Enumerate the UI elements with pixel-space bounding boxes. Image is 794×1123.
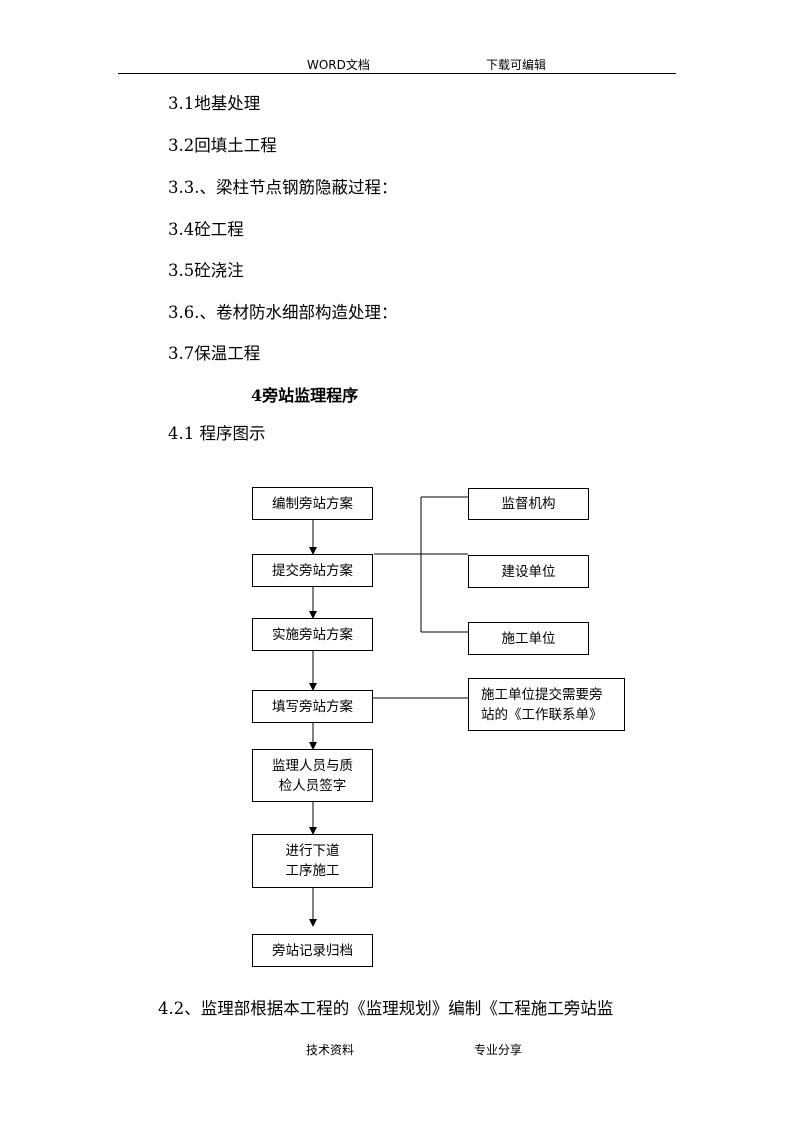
flow-side-contractor: 施工单位 bbox=[468, 622, 589, 655]
flow-side-contact-form: 施工单位提交需要旁 站的《工作联系单》 bbox=[468, 678, 625, 731]
closing-paragraph: 4.2、监理部根据本工程的《监理规划》编制《工程施工旁站监 bbox=[158, 999, 614, 1018]
flow-side-supervision-agency: 监督机构 bbox=[468, 488, 589, 520]
section-item-3-5: 3.5砼浇注 bbox=[168, 261, 244, 280]
subsection-title: 4.1 程序图示 bbox=[168, 424, 266, 443]
flow-step-archive-record: 旁站记录归档 bbox=[252, 934, 373, 967]
header-divider bbox=[118, 73, 676, 74]
flow-side-construction-owner: 建设单位 bbox=[468, 555, 589, 588]
flow-step-next-process: 进行下道 工序施工 bbox=[252, 834, 373, 888]
flow-step-implement-plan: 实施旁站方案 bbox=[252, 618, 373, 651]
header-right-text: 下载可编辑 bbox=[486, 58, 547, 72]
flow-step-sign-off: 监理人员与质 检人员签字 bbox=[252, 749, 373, 802]
section-heading: 4旁站监理程序 bbox=[251, 386, 359, 405]
footer-left-text: 技术资料 bbox=[306, 1043, 355, 1057]
flow-step-compile-plan: 编制旁站方案 bbox=[252, 487, 373, 520]
section-item-3-4: 3.4砼工程 bbox=[168, 220, 244, 239]
flow-step-fill-plan: 填写旁站方案 bbox=[252, 690, 373, 723]
header-left-text: WORD文档 bbox=[307, 58, 370, 72]
footer-right-text: 专业分享 bbox=[474, 1043, 523, 1057]
section-item-3-7: 3.7保温工程 bbox=[168, 344, 261, 363]
flow-step-submit-plan: 提交旁站方案 bbox=[252, 554, 373, 587]
section-item-3-1: 3.1地基处理 bbox=[168, 94, 261, 113]
section-item-3-6: 3.6.、卷材防水细部构造处理： bbox=[168, 303, 398, 322]
section-item-3-2: 3.2回填土工程 bbox=[168, 136, 277, 155]
section-item-3-3: 3.3.、梁柱节点钢筋隐蔽过程： bbox=[168, 178, 398, 197]
